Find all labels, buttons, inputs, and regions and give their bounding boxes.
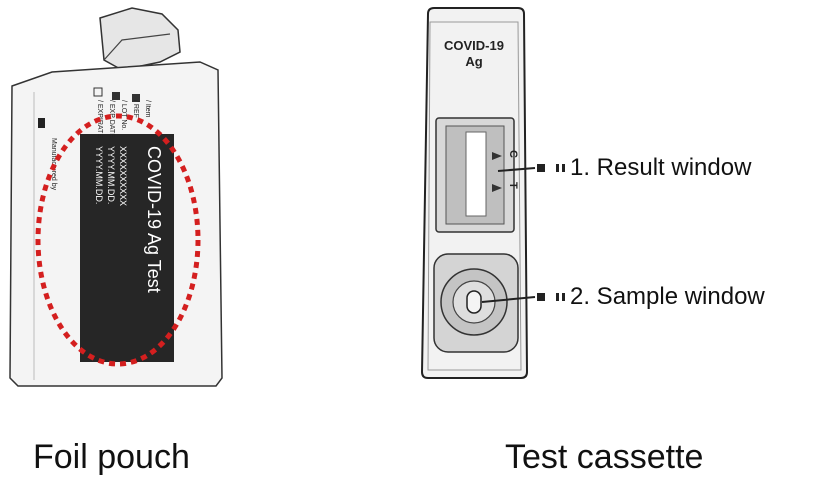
sample-window-leader (481, 296, 536, 303)
cassette-inner-outline (427, 21, 522, 371)
pouch-label (80, 134, 174, 362)
test-cassette-caption: Test cassette (505, 438, 704, 476)
test-mark: T (507, 182, 519, 189)
foil-pouch-caption: Foil pouch (33, 438, 190, 476)
pouch-highlight-ellipse (35, 113, 201, 367)
result-window: C T (435, 117, 519, 233)
pouch-tear-tab (99, 7, 181, 71)
cassette-brand-line1: COVID-19 (444, 38, 504, 53)
pouch-corner-mark (38, 118, 45, 128)
pouch-date-2: YYYY.MM.DD. (94, 146, 104, 204)
sample-well-hole (466, 290, 482, 314)
sample-window-callout: 2. Sample window (570, 283, 765, 310)
pouch-symbol-box (112, 92, 120, 100)
control-mark: C (507, 150, 519, 158)
pouch-field-label: / LOT No. (120, 100, 127, 130)
result-window-callout: 1. Result window (570, 154, 752, 181)
sample-window (433, 253, 519, 353)
control-line-marker (492, 152, 502, 160)
foil-pouch: / Item / REF / LOT No. / EXP DATE / EXPI… (9, 7, 223, 387)
result-strip (465, 131, 487, 217)
pouch-date-1: YYYY.MM.DD. (106, 146, 116, 204)
pouch-lot-code: XXXXXXXXXX (118, 146, 128, 206)
sample-callout-bullet (556, 293, 559, 301)
pouch-symbol-box (132, 94, 140, 102)
sample-callout-bullet (537, 293, 545, 301)
pouch-tear-tab-fold (103, 33, 171, 61)
pouch-field-label: / EXP DATE (108, 100, 115, 138)
result-callout-bullet (537, 164, 545, 172)
test-line-marker (492, 184, 502, 192)
pouch-field-label: / REF (132, 100, 139, 118)
sample-callout-bullet (562, 293, 565, 301)
test-cassette: COVID-19 Ag C T (420, 7, 565, 379)
cassette-brand-line2: Ag (465, 54, 482, 69)
pouch-product-name: COVID-19 Ag Test (144, 146, 164, 293)
result-callout-bullet (562, 164, 565, 172)
pouch-symbol-box (93, 87, 103, 97)
pouch-field-label: / Item (144, 100, 151, 118)
result-callout-bullet (556, 164, 559, 172)
result-window-leader (497, 167, 536, 172)
